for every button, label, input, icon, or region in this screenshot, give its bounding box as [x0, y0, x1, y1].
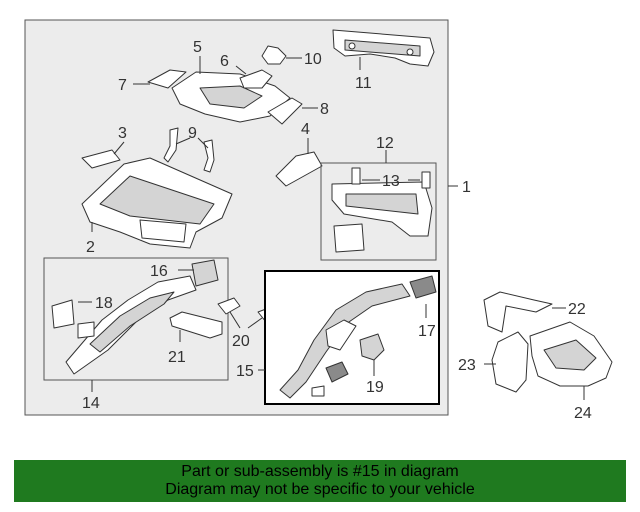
callout-2: 2 [86, 239, 95, 256]
part-9 [163, 127, 215, 173]
callout-14: 14 [82, 395, 100, 412]
callout-8: 8 [320, 101, 329, 118]
banner-line-2: Diagram may not be specific to your vehi… [165, 481, 475, 498]
callout-1: 1 [462, 179, 471, 196]
callout-3: 3 [118, 125, 127, 142]
part-4 [275, 138, 323, 187]
callout-5: 5 [193, 39, 202, 56]
part-10 [261, 45, 302, 65]
part-3 [81, 141, 125, 169]
part-6 [235, 65, 273, 89]
callout-4: 4 [301, 121, 310, 138]
callout-18: 18 [95, 295, 113, 312]
callout-24: 24 [574, 405, 592, 422]
part-22 [483, 291, 566, 333]
callout-20: 20 [232, 333, 250, 350]
part-13 [351, 167, 431, 189]
part-7 [133, 69, 187, 89]
callout-12: 12 [376, 135, 394, 152]
part-24 [529, 321, 613, 400]
part-11 [332, 29, 435, 70]
part-12 [331, 181, 433, 253]
info-banner: Part or sub-assembly is #15 in diagram D… [14, 460, 626, 502]
part-18 [51, 299, 95, 339]
callout-15: 15 [236, 363, 254, 380]
callout-6: 6 [220, 53, 229, 70]
part-17 [409, 275, 437, 318]
box-14 [43, 257, 229, 381]
callout-9: 9 [188, 125, 197, 142]
callout-17: 17 [418, 323, 436, 340]
callout-7: 7 [118, 77, 127, 94]
part-15 [279, 283, 411, 399]
callout-11: 11 [355, 75, 372, 92]
part-16 [178, 259, 219, 287]
callout-19: 19 [366, 379, 384, 396]
part-21 [169, 311, 223, 342]
callout-22: 22 [568, 301, 586, 318]
callout-16: 16 [150, 263, 168, 280]
callout-10: 10 [304, 51, 322, 68]
part-8 [267, 97, 318, 125]
part-23 [484, 331, 529, 393]
callout-23: 23 [458, 357, 476, 374]
parts-diagram: 11 10 5 6 7 8 3 9 [24, 19, 613, 422]
banner-line-1: Part or sub-assembly is #15 in diagram [181, 463, 459, 480]
callout-21: 21 [168, 349, 186, 366]
callout-13: 13 [382, 173, 400, 190]
box-12 [320, 162, 437, 261]
part-2 [81, 157, 233, 249]
part-19 [359, 333, 385, 376]
part-14 [65, 275, 197, 375]
